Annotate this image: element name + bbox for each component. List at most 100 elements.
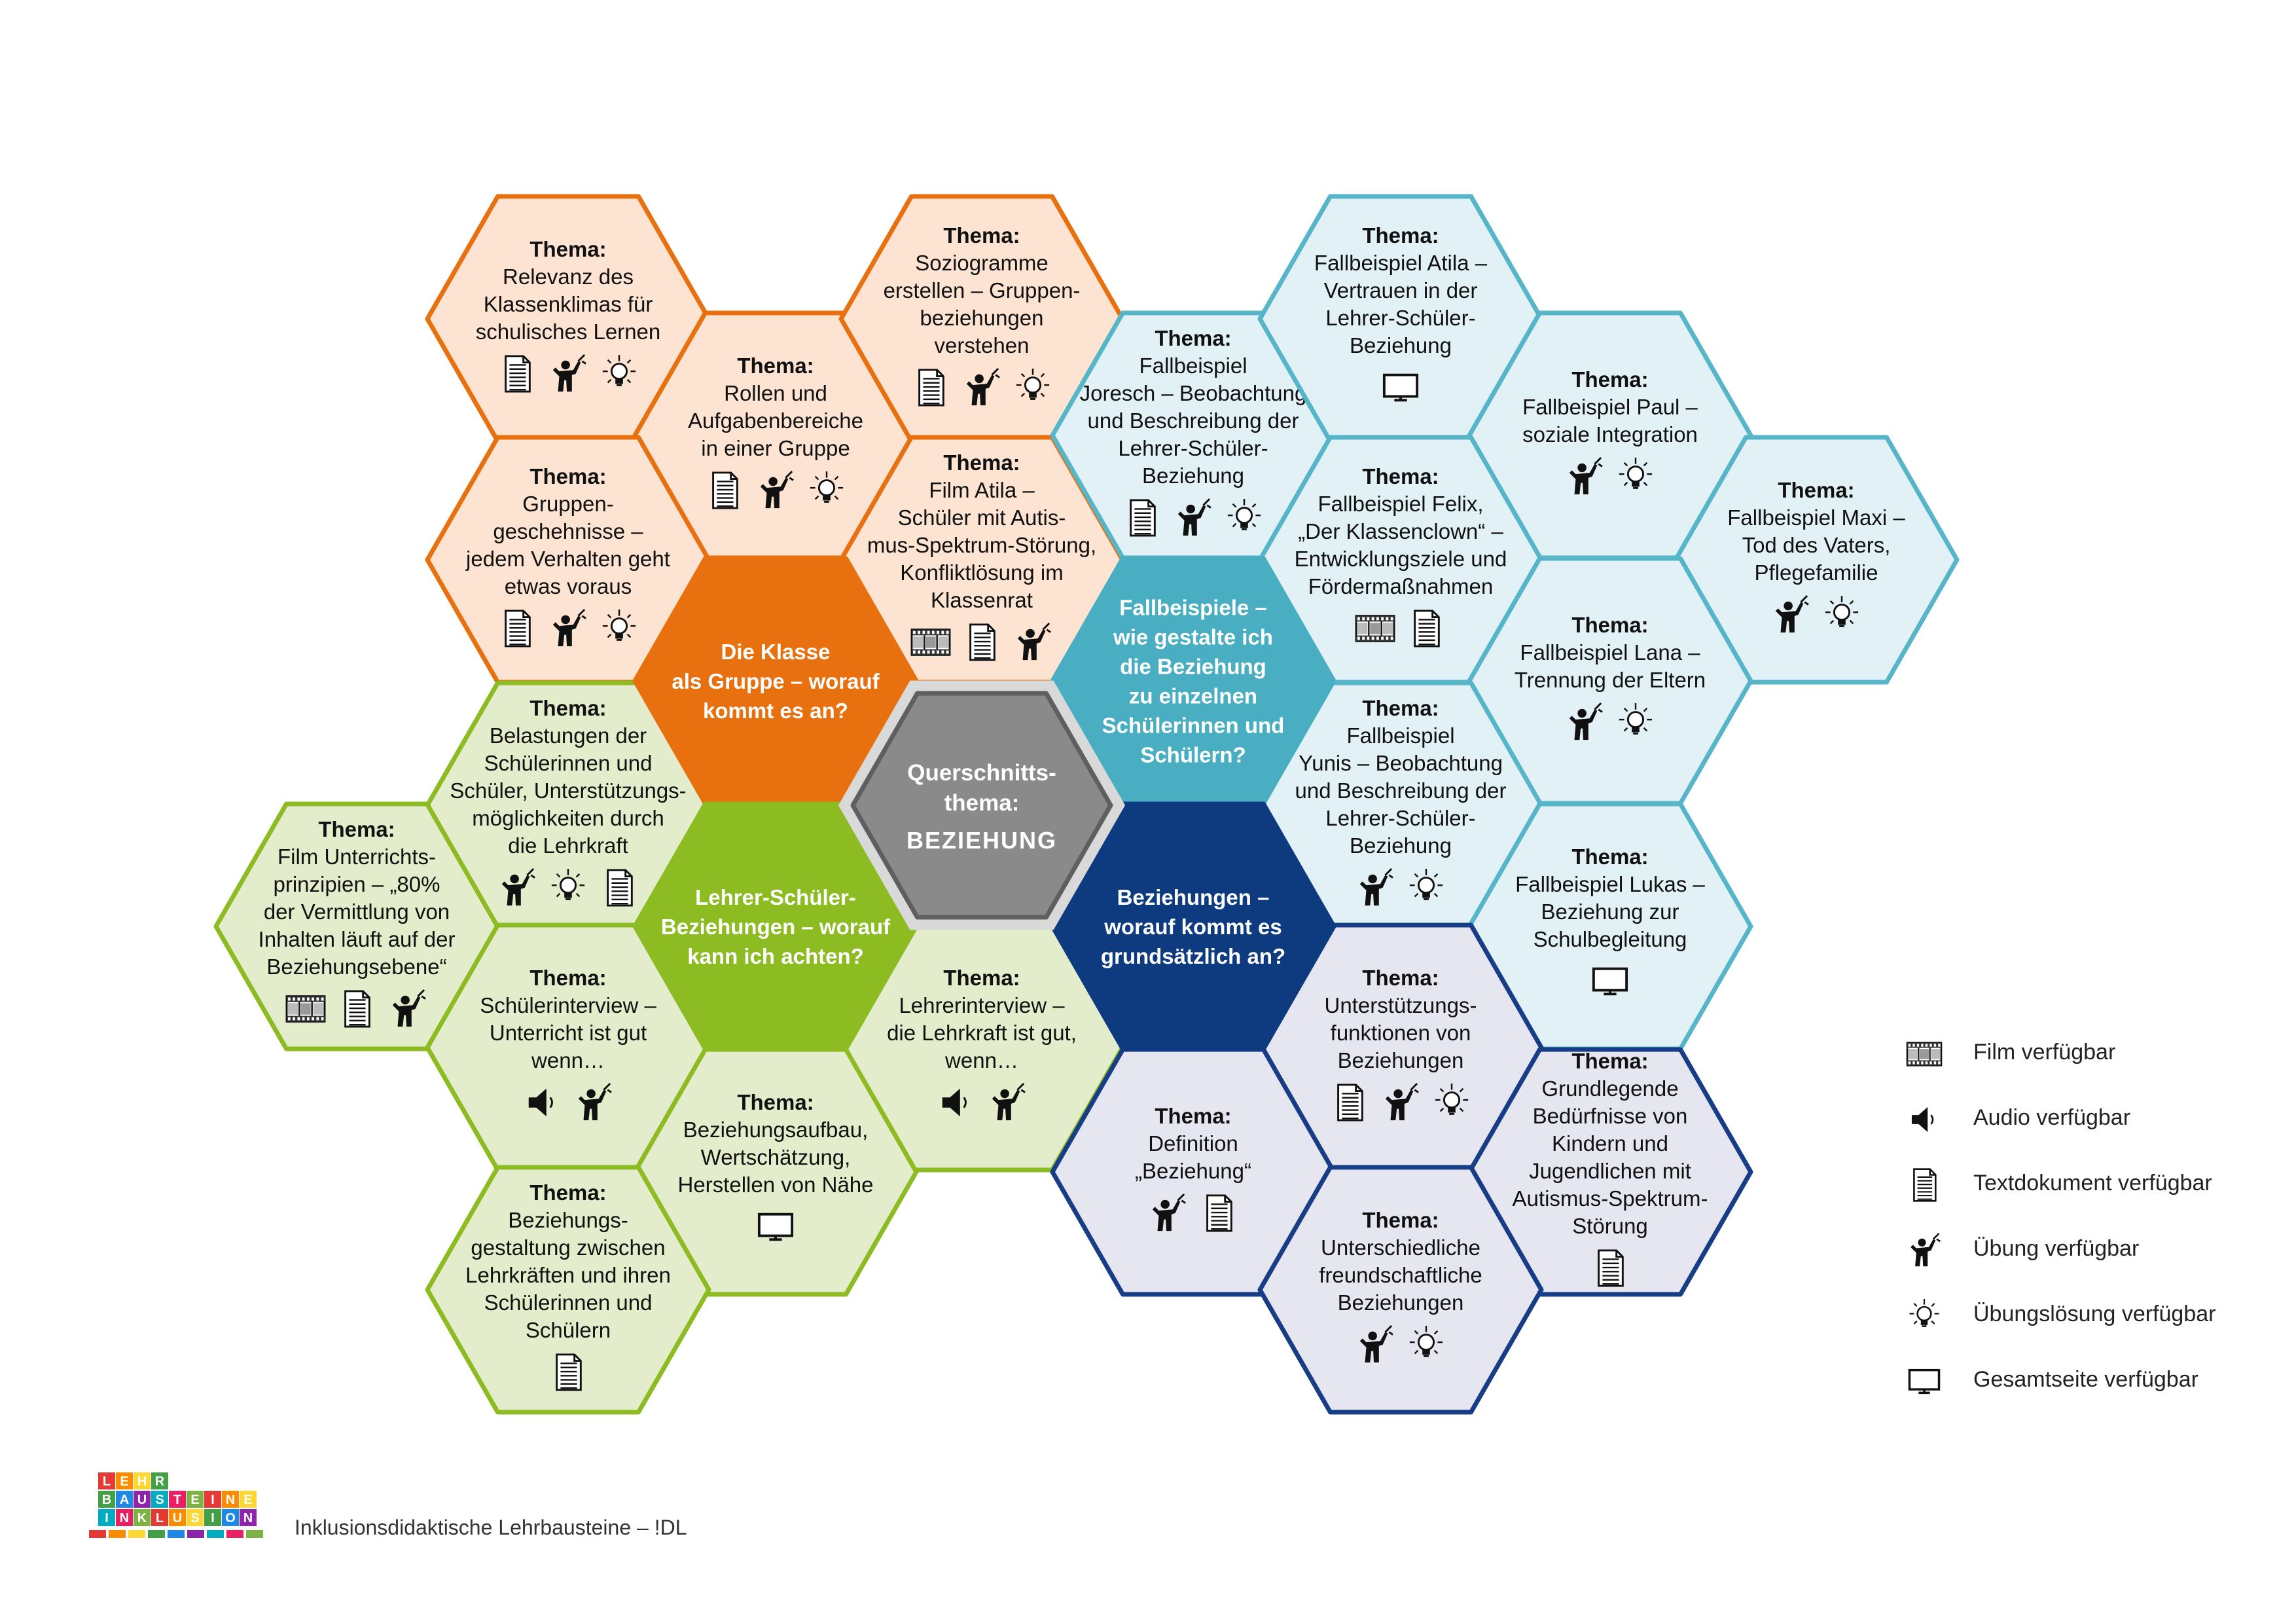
topic-hex-lehrerint: Thema:Lehrerinterview –die Lehrkraft ist… [838, 922, 1125, 1173]
svg-text:L: L [103, 1474, 111, 1489]
svg-text:A: A [120, 1493, 129, 1507]
topic-text: Schüler mit Autis- [898, 505, 1066, 530]
audio-icon [1911, 1106, 1934, 1133]
topic-text: Unterricht ist gut [490, 1021, 647, 1045]
topic-text: erstellen – Gruppen- [884, 278, 1081, 302]
topic-heading: Thema: [1362, 696, 1439, 720]
topic-text: die Lehrkraft ist gut, [887, 1021, 1077, 1045]
topic-hex-lana: Thema:Fallbeispiel Lana –Trennung der El… [1467, 556, 1753, 806]
topic-text: Autismus-Spektrum- [1513, 1186, 1708, 1211]
text-document-icon [607, 869, 633, 907]
topic-text: Belastungen der [490, 723, 647, 748]
topic-text: Fallbeispiel Lukas – [1515, 872, 1705, 896]
svg-text:S: S [155, 1493, 164, 1507]
legend-label: Übung verfügbar [1973, 1236, 2140, 1261]
exercise-icon [1152, 1193, 1186, 1231]
svg-text:E: E [120, 1474, 128, 1489]
text-document-icon [1598, 1249, 1624, 1287]
topic-text: Rollen und [724, 381, 827, 405]
topic-heading: Thema: [1571, 1049, 1648, 1073]
svg-text:K: K [137, 1511, 147, 1525]
topic-text: Fallbeispiel [1139, 354, 1247, 378]
lightbulb-icon [1227, 498, 1261, 530]
category-text: Beziehungen – [1117, 885, 1270, 909]
svg-text:O: O [225, 1511, 236, 1525]
topic-heading: Thema: [1155, 326, 1231, 350]
monitor-icon [1382, 373, 1419, 402]
lightbulb-icon [1619, 702, 1653, 735]
topic-text: wenn… [944, 1048, 1018, 1072]
topic-heading: Thema: [943, 450, 1020, 475]
legend-item-audio: Audio verfügbar [1901, 1100, 2268, 1139]
category-text: wie gestalte ich [1113, 625, 1273, 649]
topic-text: Beziehungsebene“ [266, 955, 446, 979]
exercise-icon [1385, 1082, 1419, 1121]
topic-text: Lehrkräften und ihren [465, 1263, 671, 1287]
topic-text: geschehnisse – [493, 519, 643, 543]
topic-text: in einer Gruppe [701, 436, 850, 460]
topic-heading: Thema: [529, 696, 606, 720]
topic-hex-gruppen: Thema:Gruppen-geschehnisse –jedem Verhal… [425, 435, 711, 685]
topic-text: Fallbeispiel Maxi – [1727, 505, 1905, 530]
svg-text:T: T [173, 1493, 181, 1507]
text-document-icon [1206, 1194, 1232, 1232]
topic-text: Film Unterrichts- [278, 845, 436, 869]
exercise-icon [992, 1082, 1026, 1121]
category-hex-lehrer: Lehrer-Schüler-Beziehungen – woraufkann … [632, 801, 919, 1051]
svg-text:H: H [137, 1474, 147, 1489]
topic-text: Bedürfnisse von [1533, 1104, 1688, 1128]
legend-label: Audio verfügbar [1973, 1105, 2131, 1130]
category-text: Die Klasse [721, 640, 831, 664]
topic-text: möglichkeiten durch [472, 806, 664, 830]
topic-hex-freund: Thema:UnterschiedlichefreundschaftlicheB… [1257, 1165, 1544, 1415]
topic-text: und Beschreibung der [1295, 778, 1507, 803]
topic-heading: Thema: [1571, 613, 1648, 637]
topic-text: Beziehung [1350, 333, 1452, 357]
exercise-icon [578, 1082, 612, 1121]
topic-text: Relevanz des [503, 264, 634, 289]
svg-text:U: U [137, 1493, 147, 1507]
center-line-1: Querschnitts- [907, 760, 1056, 786]
topic-heading: Thema: [529, 966, 606, 990]
text-document-icon [505, 610, 531, 647]
lightbulb-icon [551, 868, 585, 900]
svg-text:I: I [211, 1511, 215, 1525]
topic-heading: Thema: [529, 1180, 606, 1205]
topic-text: Herstellen von Nähe [678, 1173, 874, 1197]
category-text: kommt es an? [703, 699, 848, 723]
topic-text: funktionen von [1331, 1021, 1471, 1045]
svg-text:N: N [243, 1511, 253, 1525]
audio-icon [942, 1088, 967, 1117]
lightbulb-icon [602, 609, 636, 641]
topic-text: Schülerinnen und [484, 751, 653, 775]
category-text: als Gruppe – worauf [672, 669, 880, 693]
exercise-icon [1910, 1233, 1941, 1267]
lightbulb-icon [1909, 1298, 1939, 1327]
legend-label: Textdokument verfügbar [1973, 1171, 2212, 1195]
topic-text: Inhalten läuft auf der [259, 927, 456, 951]
topic-heading: Thema: [1778, 478, 1854, 502]
topic-text: Gruppen- [522, 492, 613, 516]
topic-text: Jugendlichen mit [1529, 1159, 1691, 1183]
topic-hex-gestaltung: Thema:Beziehungs-gestaltung zwischenLehr… [425, 1165, 711, 1415]
topic-text: Fallbeispiel Paul – [1522, 395, 1698, 419]
topic-text: Kindern und [1552, 1131, 1668, 1156]
topic-text: der Vermittlung von [264, 900, 450, 924]
topic-heading: Thema: [1362, 464, 1439, 488]
topic-text: Unterschiedliche [1321, 1235, 1480, 1260]
legend-item-exercise: Übung verfügbar [1901, 1231, 2268, 1270]
topic-text: Klassenrat [931, 588, 1033, 612]
legend-label: Übungslösung verfügbar [1973, 1302, 2216, 1326]
center-line-2: thema: [944, 790, 1020, 816]
exercise-icon [1910, 1233, 1941, 1267]
text-document-icon [505, 355, 531, 393]
category-text: Schülern? [1140, 743, 1246, 767]
lightbulb-icon [810, 471, 844, 503]
film-icon [1906, 1042, 1943, 1067]
topic-text: Schulbegleitung [1534, 927, 1687, 951]
text-document-icon [1913, 1168, 1937, 1202]
film-icon [1906, 1042, 1943, 1067]
